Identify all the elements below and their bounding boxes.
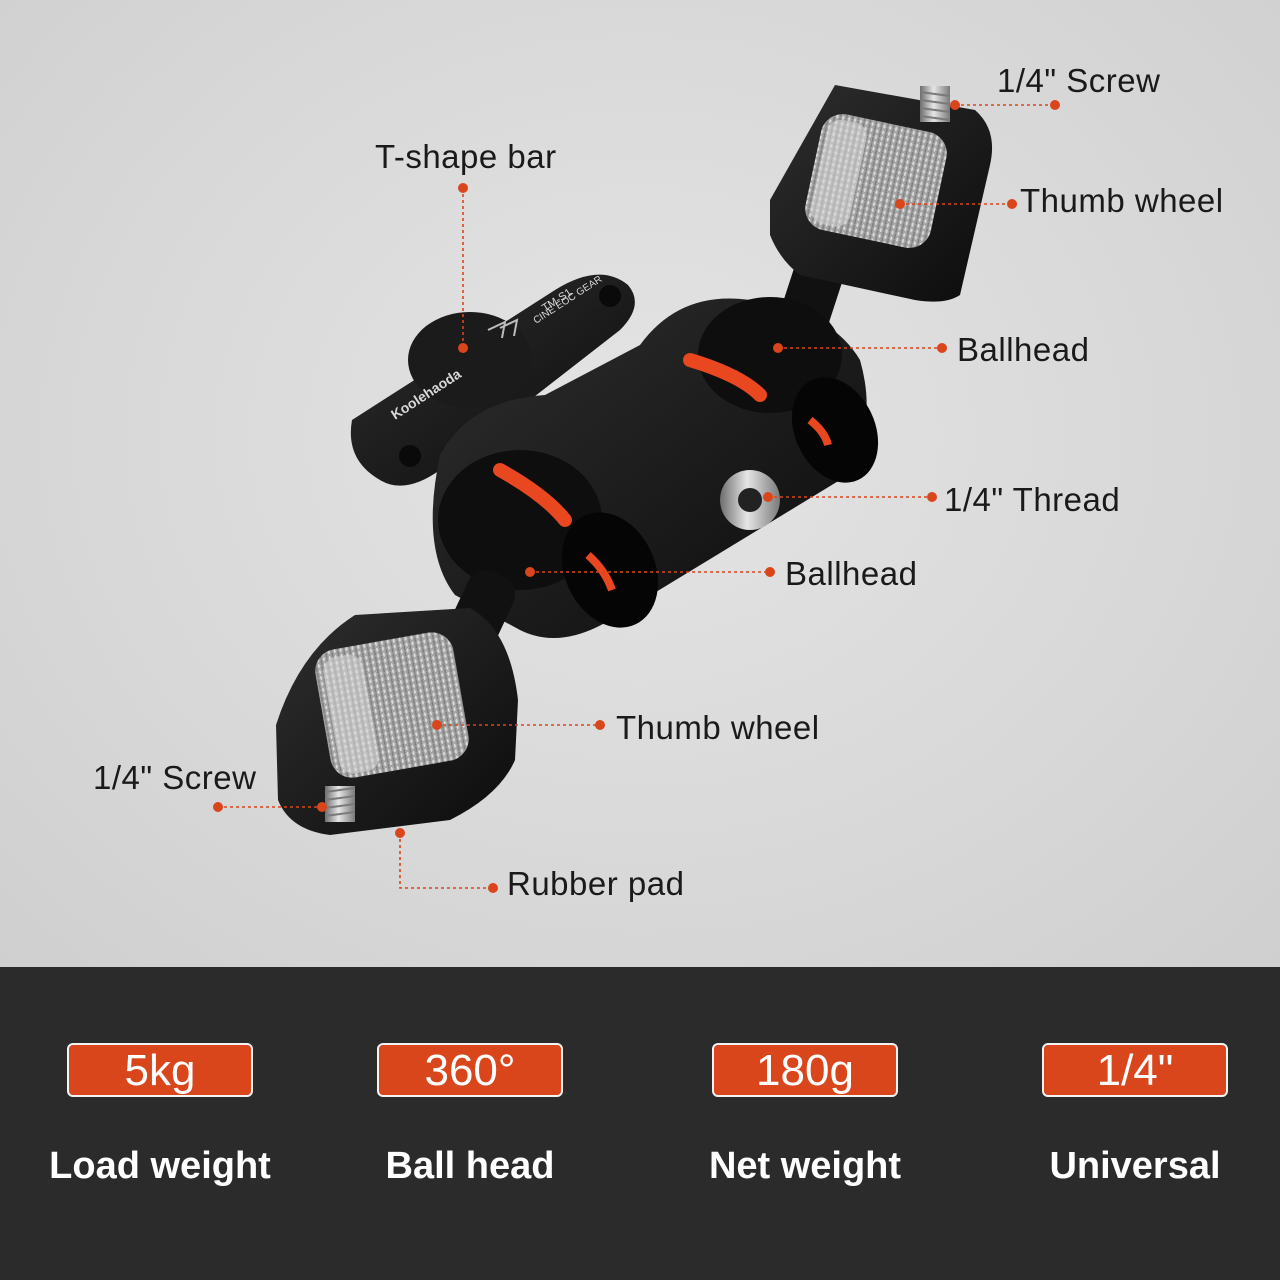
spec-caption: Ball head xyxy=(385,1145,555,1187)
label-t-shape-bar: T-shape bar xyxy=(375,138,557,175)
spec-bar: 5kg Load weight 360° Ball head 180g Net … xyxy=(0,967,1280,1280)
label-bottom-screw: 1/4" Screw xyxy=(93,759,257,796)
spec-caption: Net weight xyxy=(708,1145,902,1187)
label-rubber-pad: Rubber pad xyxy=(507,865,685,902)
chevron-icon xyxy=(487,318,519,339)
spec-value-badge: 360° xyxy=(377,1043,563,1097)
callout-dots xyxy=(213,100,1060,893)
rubber-ring-upper xyxy=(683,353,767,402)
label-top-screw: 1/4" Screw xyxy=(997,62,1161,99)
spec-net-weight: 180g Net weight xyxy=(645,967,965,1280)
label-thread: 1/4" Thread xyxy=(944,481,1121,518)
spec-value-badge: 180g xyxy=(712,1043,898,1097)
product-photo-area: Koolehaoda TM-S1 CINE EOC GEAR xyxy=(0,0,1280,967)
spec-ball-head: 360° Ball head xyxy=(310,967,630,1280)
rubber-ring-lower xyxy=(493,463,572,527)
spec-value-badge: 1/4" xyxy=(1042,1043,1228,1097)
lower-clamp xyxy=(276,570,518,835)
callout-lines xyxy=(218,104,1055,889)
spec-caption: Universal xyxy=(1049,1145,1221,1187)
spec-universal: 1/4" Universal xyxy=(975,967,1280,1280)
label-ballhead-lower: Ballhead xyxy=(785,555,918,592)
clamp-body xyxy=(432,297,879,638)
spec-load-weight: 5kg Load weight xyxy=(0,967,320,1280)
label-ballhead-upper: Ballhead xyxy=(957,331,1090,368)
magic-arm-illustration: Koolehaoda TM-S1 CINE EOC GEAR xyxy=(213,85,1060,893)
label-bottom-thumb-wheel: Thumb wheel xyxy=(616,709,820,746)
spec-value-badge: 5kg xyxy=(67,1043,253,1097)
label-top-thumb-wheel: Thumb wheel xyxy=(1020,182,1224,219)
spec-caption: Load weight xyxy=(49,1145,271,1187)
